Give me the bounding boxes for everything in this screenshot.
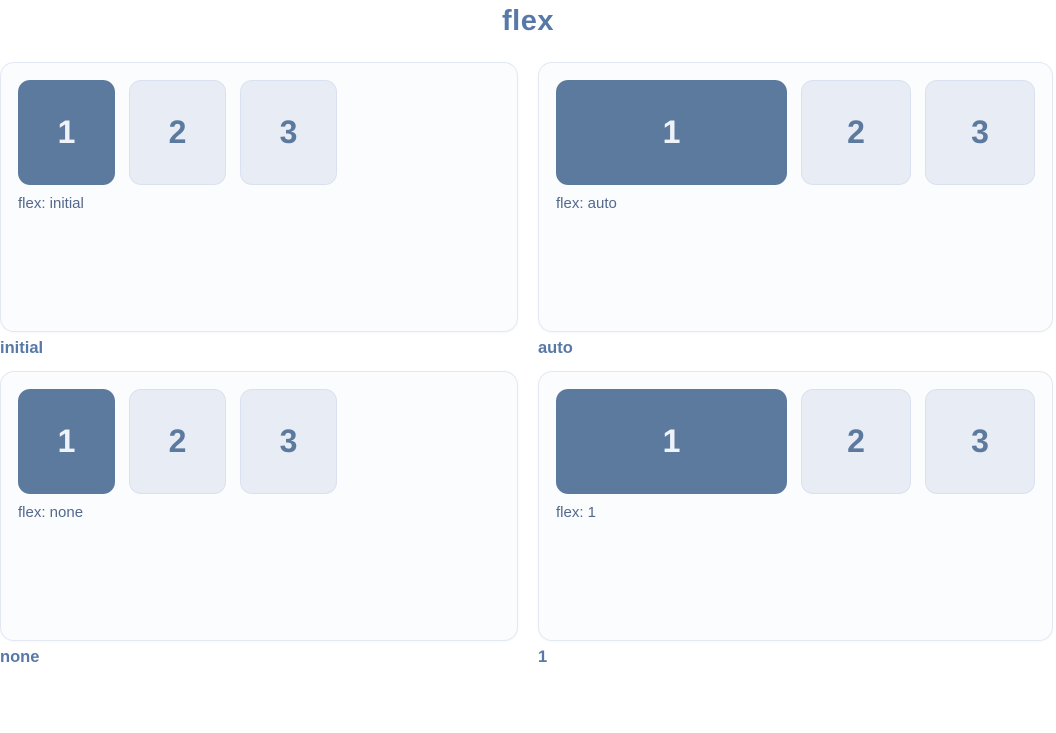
flex-box-3: 3 bbox=[925, 389, 1035, 494]
demo-cell-1: 1 2 3 flex: 1 1 bbox=[538, 371, 1053, 667]
flex-row: 1 2 3 bbox=[18, 80, 500, 185]
demo-card-none: 1 2 3 flex: none bbox=[0, 371, 518, 641]
panel-label-auto: auto bbox=[538, 339, 573, 357]
demo-grid: 1 2 3 flex: initial initial 1 2 3 flex: … bbox=[0, 62, 1056, 667]
page-title: flex bbox=[502, 5, 554, 37]
flex-caption: flex: 1 bbox=[556, 504, 597, 521]
flex-box-1: 1 bbox=[18, 80, 115, 185]
demo-card-auto: 1 2 3 flex: auto bbox=[538, 62, 1053, 332]
flex-caption: flex: auto bbox=[556, 195, 617, 212]
flex-box-2: 2 bbox=[801, 389, 911, 494]
flex-box-3: 3 bbox=[925, 80, 1035, 185]
flex-box-1: 1 bbox=[556, 389, 787, 494]
flex-box-2: 2 bbox=[129, 80, 226, 185]
panel-label-1: 1 bbox=[538, 648, 548, 666]
flex-row: 1 2 3 bbox=[556, 389, 1035, 494]
demo-cell-initial: 1 2 3 flex: initial initial bbox=[0, 62, 518, 358]
flex-caption: flex: none bbox=[18, 504, 84, 521]
flex-box-3: 3 bbox=[240, 389, 337, 494]
flex-box-1: 1 bbox=[556, 80, 787, 185]
demo-cell-none: 1 2 3 flex: none none bbox=[0, 371, 518, 667]
flex-box-3: 3 bbox=[240, 80, 337, 185]
demo-card-1: 1 2 3 flex: 1 bbox=[538, 371, 1053, 641]
demo-card-initial: 1 2 3 flex: initial bbox=[0, 62, 518, 332]
flex-box-1: 1 bbox=[18, 389, 115, 494]
demo-cell-auto: 1 2 3 flex: auto auto bbox=[538, 62, 1053, 358]
flex-caption: flex: initial bbox=[18, 195, 84, 212]
flex-box-2: 2 bbox=[801, 80, 911, 185]
flex-row: 1 2 3 bbox=[18, 389, 500, 494]
panel-label-initial: initial bbox=[0, 339, 44, 357]
flex-row: 1 2 3 bbox=[556, 80, 1035, 185]
flex-box-2: 2 bbox=[129, 389, 226, 494]
panel-label-none: none bbox=[0, 648, 40, 666]
